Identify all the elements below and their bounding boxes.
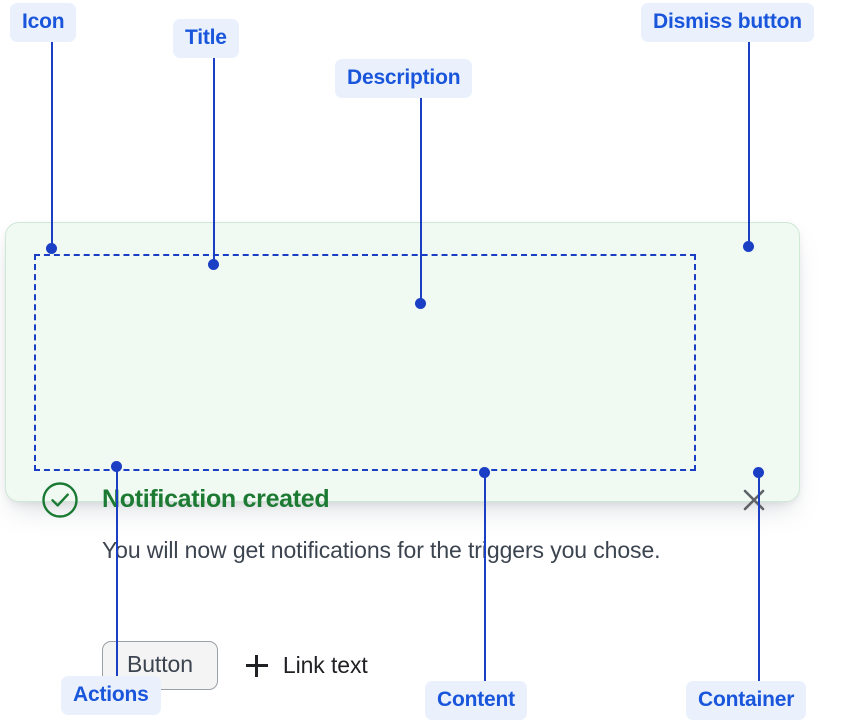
annotation-dot-icon [46, 243, 57, 254]
annotation-label-content: Content [425, 681, 527, 720]
link-action[interactable]: Link text [245, 652, 368, 679]
annotation-leader-line-description [420, 97, 422, 303]
annotation-dot-dismiss [743, 241, 754, 252]
annotation-label-title: Title [173, 19, 239, 58]
annotation-dot-title [208, 259, 219, 270]
annotation-label-actions: Actions [61, 676, 161, 715]
close-icon[interactable] [739, 485, 769, 515]
annotation-label-icon: Icon [10, 3, 77, 42]
annotation-dot-container [753, 467, 764, 478]
annotation-leader-line-actions [116, 466, 118, 676]
notification-description: You will now get notifications for the t… [102, 537, 661, 563]
annotation-label-description: Description [335, 59, 473, 98]
annotation-leader-line-dismiss [748, 40, 750, 246]
link-action-label: Link text [282, 652, 368, 678]
notification-container: Notification created You will now get no… [5, 222, 800, 690]
check-circle-icon [41, 481, 79, 519]
annotation-label-container: Container [686, 681, 807, 720]
annotation-dot-actions [111, 461, 122, 472]
annotation-leader-line-content [484, 472, 486, 681]
annotation-leader-line-icon [51, 40, 53, 248]
notification-title: Notification created [102, 485, 330, 513]
plus-icon [245, 654, 268, 677]
annotation-label-dismiss: Dismiss button [641, 3, 814, 42]
annotation-leader-line-container [758, 472, 760, 681]
annotation-leader-line-title [213, 57, 215, 264]
annotation-dot-description [415, 298, 426, 309]
annotation-dot-content [479, 467, 490, 478]
